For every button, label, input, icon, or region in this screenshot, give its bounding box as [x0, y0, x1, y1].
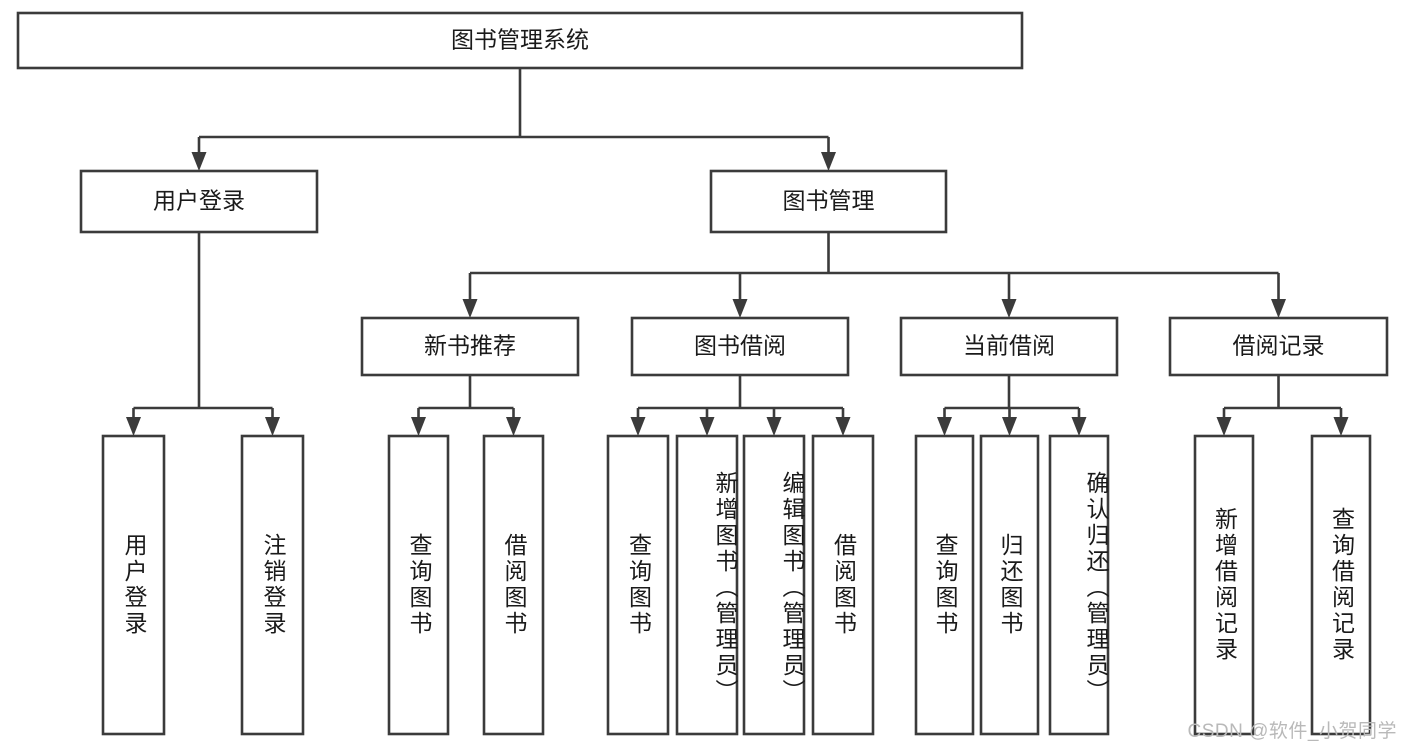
node-label-user-login: 用户登录 — [153, 188, 245, 214]
arrow-head-leaf-add-book — [699, 417, 715, 436]
node-box-current-borrow[interactable] — [899, 316, 1119, 377]
node-box-leaf-user-login[interactable] — [101, 434, 166, 736]
node-box-leaf-confirm-return[interactable] — [1048, 434, 1110, 736]
arrow-head-leaf-return-book — [1002, 417, 1017, 436]
node-box-leaf-add-book[interactable] — [675, 434, 739, 736]
node-box-leaf-edit-book[interactable] — [742, 434, 806, 736]
node-label-book-borrow: 图书借阅 — [694, 333, 786, 359]
arrow-head-book-borrow — [732, 299, 748, 318]
arrow-head-leaf-query-book-1 — [411, 417, 426, 436]
arrow-head-borrow-record — [1271, 299, 1286, 318]
node-label-root: 图书管理系统 — [451, 27, 589, 53]
arrow-head-book-manage — [821, 152, 836, 171]
node-box-leaf-query-book-2[interactable] — [606, 434, 670, 736]
node-box-leaf-return-book[interactable] — [979, 434, 1040, 736]
arrow-head-leaf-logout-login — [265, 417, 280, 436]
arrow-head-user-login — [191, 152, 207, 171]
arrow-head-leaf-borrow-book-2 — [835, 417, 851, 436]
csdn-watermark: CSDN @软件_小贺同学 — [1187, 721, 1397, 742]
node-box-leaf-query-record[interactable] — [1310, 434, 1372, 736]
arrow-head-leaf-edit-book — [766, 417, 782, 436]
node-box-new-book-recommend[interactable] — [360, 316, 580, 377]
arrow-head-new-book-recommend — [462, 299, 478, 318]
node-label-borrow-record: 借阅记录 — [1233, 333, 1325, 359]
node-box-leaf-logout-login[interactable] — [240, 434, 305, 736]
node-label-current-borrow: 当前借阅 — [963, 333, 1055, 359]
node-box-leaf-add-record[interactable] — [1193, 434, 1255, 736]
node-label-book-manage: 图书管理 — [783, 188, 875, 214]
node-box-leaf-query-book-3[interactable] — [914, 434, 975, 736]
node-box-leaf-query-book-1[interactable] — [387, 434, 450, 736]
arrow-head-leaf-query-book-2 — [630, 417, 646, 436]
node-box-book-manage[interactable] — [709, 169, 948, 234]
arrow-head-leaf-user-login — [126, 417, 141, 436]
arrow-head-leaf-borrow-book-1 — [506, 417, 521, 436]
arrow-head-leaf-query-book-3 — [937, 417, 952, 436]
arrow-head-current-borrow — [1001, 299, 1017, 318]
connectors-layer — [126, 68, 1349, 436]
node-box-leaf-borrow-book-2[interactable] — [811, 434, 875, 736]
node-box-root[interactable] — [16, 11, 1024, 70]
arrow-head-leaf-add-record — [1216, 417, 1232, 436]
node-box-book-borrow[interactable] — [630, 316, 850, 377]
node-label-new-book-recommend: 新书推荐 — [424, 333, 516, 359]
node-box-user-login[interactable] — [79, 169, 319, 234]
node-box-leaf-borrow-book-1[interactable] — [482, 434, 545, 736]
arrow-head-leaf-query-record — [1333, 417, 1349, 436]
boxes-layer — [16, 11, 1389, 736]
node-box-borrow-record[interactable] — [1168, 316, 1389, 377]
arrow-head-leaf-confirm-return — [1071, 417, 1087, 436]
